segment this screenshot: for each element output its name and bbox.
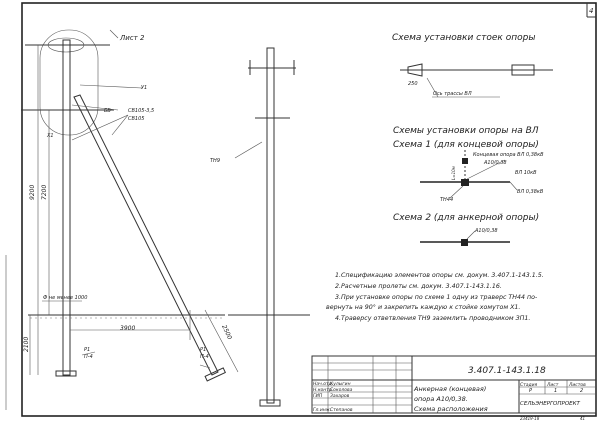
label-r1-strut: Р1 (200, 347, 206, 353)
main-post (62, 39, 71, 376)
role-0: Нач.отд. (313, 381, 333, 387)
label-u1: У1 (141, 85, 147, 91)
scheme2-title: Схема 2 (для анкерной опоры) (393, 213, 539, 223)
side-post (266, 47, 275, 404)
scheme1-title: Схема 1 (для концевой опоры) (393, 140, 539, 150)
footer-number: 41 (580, 416, 585, 421)
dim-min-1000: Ф не менее 1000 (43, 295, 87, 301)
title-block (311, 355, 597, 414)
note-1: 1.Спецификацию элементов опоры см. докум… (335, 272, 544, 279)
role-2: ГИП (313, 393, 323, 399)
title-line-2: опора А10/0,38. (414, 395, 468, 403)
label-sv105: СВ105 (128, 116, 144, 122)
sheet-header: Лист (546, 382, 559, 388)
detail-callout-outline (39, 29, 99, 136)
stage-value: Р (529, 388, 532, 394)
dim-7200: 7200 (41, 185, 48, 200)
scheme-posts-title: Схема установки стоек опоры (392, 33, 535, 43)
a10-label: А10/0,38 (483, 160, 507, 166)
scheme-install-title: Схемы установки опоры на ВЛ (393, 126, 539, 136)
title-line-3: Схема расположения (414, 405, 488, 413)
sheet-value: 1 (554, 388, 557, 394)
label-bb: ББ (104, 108, 111, 114)
dim-9200: 9200 (29, 185, 36, 200)
label-sv105-3.5: СВ105-3,5 (128, 108, 154, 114)
title-line-1: Анкерная (концевая) (413, 385, 486, 393)
name-3: Степанов (330, 407, 353, 413)
role-1: Н.контр. (313, 387, 333, 393)
dim-250: 250 (408, 81, 418, 87)
organization: СЕЛЬЭНЕРГОПРОЕКТ (520, 401, 581, 407)
scheme2-diagram (420, 230, 510, 246)
note-3-cont: вернуть на 90° и закрепить каждую к стой… (326, 303, 520, 311)
name-1: Соколова (330, 387, 353, 393)
left-pole-elevation (21, 29, 239, 382)
strut-post (73, 94, 219, 376)
dim-l: L=10м (451, 166, 456, 180)
dim-2500: 2500 (220, 324, 233, 341)
note-3: 3.При установке опоры по схеме 1 одну из… (335, 294, 538, 301)
scheme1-diagram (420, 150, 518, 199)
a10-label-2: А10/0,38 (474, 228, 498, 234)
document-code: 3.407.1-143.1.18 (468, 366, 546, 376)
end-support-label: Концевая опора ВЛ 0,38кВ (473, 152, 544, 158)
sheet-frame (21, 2, 597, 417)
sheets-value: 2 (580, 388, 583, 394)
side-pole-elevation (228, 47, 310, 407)
footer-code: 23419-18 (520, 416, 540, 421)
label-x1: Х1 (46, 133, 54, 139)
callout-sheet-2: Лист 2 (119, 34, 145, 42)
base-plate (55, 370, 77, 377)
name-0: Кулыгин (330, 381, 351, 387)
dim-2100: 2100 (23, 337, 30, 352)
sheet-number: 4 (589, 7, 593, 15)
label-p4-strut: П-4 (200, 354, 209, 360)
label-p4-main: П-4 (84, 354, 93, 360)
tn44-label: ТН44 (440, 197, 453, 203)
vl10-label: ВЛ 10кВ (515, 170, 537, 176)
sheets-header: Листов (568, 382, 586, 388)
note-2: 2.Расчетные пролеты см. докум. 3.407.1-1… (335, 283, 502, 290)
route-axis-label: Ось трассы ВЛ (433, 91, 472, 97)
label-tn9: ТН9 (210, 158, 220, 164)
stage-header: Стадия (520, 382, 538, 388)
posts-plan-diagram (400, 63, 553, 98)
name-2: Захаров (330, 393, 350, 399)
vl038-label: ВЛ 0,38кВ (517, 189, 544, 195)
dim-3900: 3900 (120, 325, 135, 332)
label-r1-main: Р1 (84, 347, 90, 353)
role-3: Гл.инж. (313, 407, 331, 413)
note-4: 4.Траверсу ответвления ТН9 заземлить про… (335, 315, 530, 322)
